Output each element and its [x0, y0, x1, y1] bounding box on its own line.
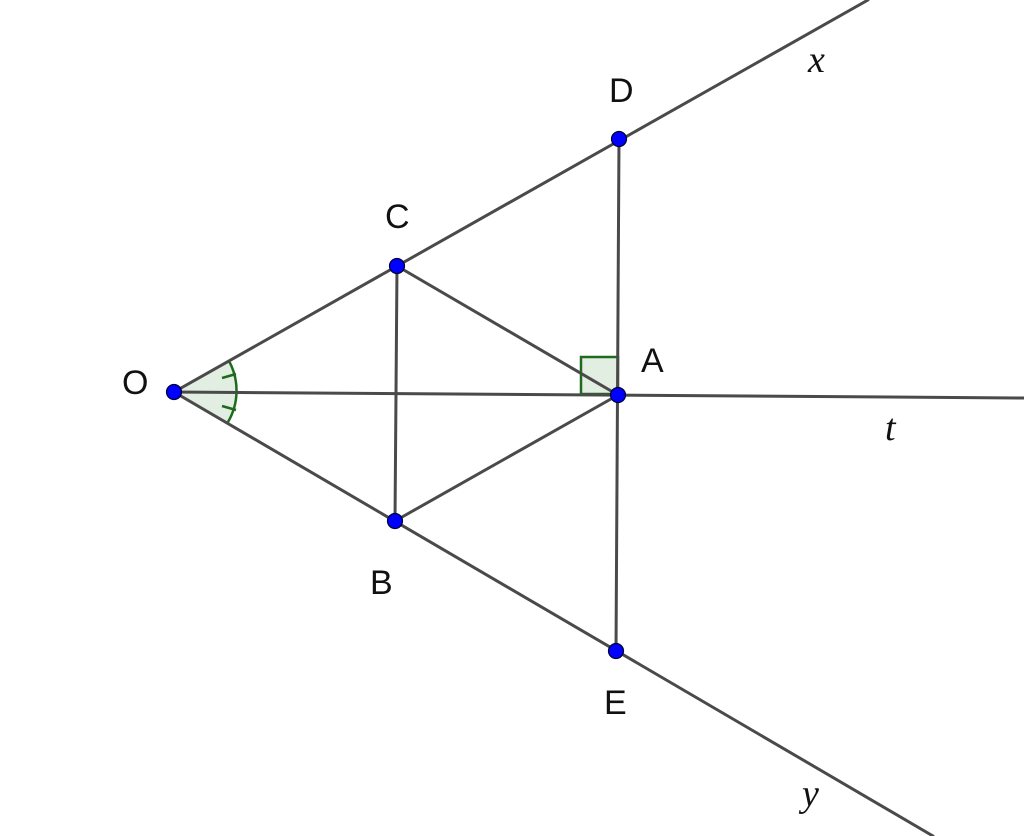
label-ray-x: x	[807, 39, 825, 81]
segment-cb	[393, 264, 399, 523]
ray-oy	[172, 390, 935, 836]
label-e: E	[604, 684, 627, 722]
point-a[interactable]	[609, 386, 627, 404]
label-ray-t: t	[885, 407, 897, 449]
label-ray-y: y	[798, 773, 819, 815]
point-b[interactable]	[386, 512, 404, 530]
point-d[interactable]	[610, 130, 628, 148]
segment-ca	[395, 264, 620, 397]
label-a: A	[641, 342, 664, 380]
label-d: D	[609, 72, 634, 110]
point-c[interactable]	[388, 257, 406, 275]
ray-ot	[172, 390, 1024, 400]
label-b: B	[370, 564, 393, 602]
angle-tick-upper	[221, 372, 237, 380]
point-o[interactable]	[165, 383, 183, 401]
label-c: C	[385, 198, 410, 236]
point-e[interactable]	[607, 642, 625, 660]
segment-ba	[393, 393, 620, 523]
angle-tick-lower	[221, 404, 237, 412]
ray-ox	[172, 0, 870, 394]
label-o: O	[122, 364, 148, 402]
